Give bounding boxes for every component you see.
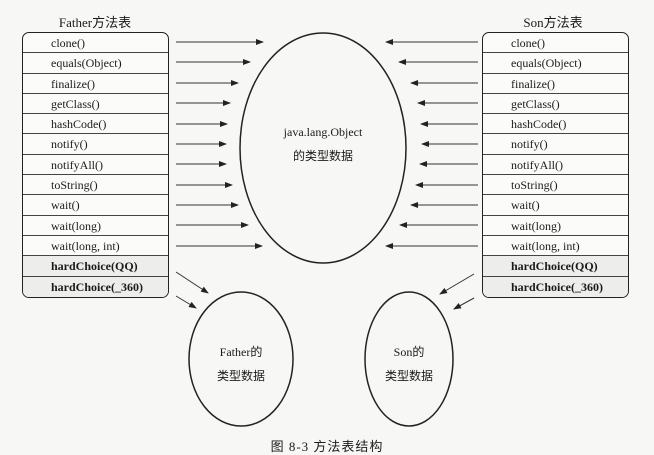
father-method-row: getClass() (23, 94, 168, 115)
father-method-row: wait(long) (23, 216, 168, 236)
son-type-ellipse (364, 291, 454, 427)
father-method-row: clone() (23, 33, 168, 54)
object-type-label: java.lang.Object 的类型数据 (243, 120, 403, 168)
object-type-ellipse (239, 32, 407, 264)
figure-caption: 图 8-3 方法表结构 (270, 439, 384, 454)
son-method-table: clone() equals(Object) finalize() getCla… (482, 32, 629, 298)
son-method-row-own: hardChoice(QQ) (483, 256, 628, 277)
father-method-row: wait(long, int) (23, 236, 168, 257)
father-to-object-arrows (176, 39, 264, 249)
son-table-title: Son方法表 (523, 15, 583, 30)
father-table-title: Father方法表 (58, 15, 132, 30)
father-method-row: notify() (23, 134, 168, 155)
object-type-line2: 的类型数据 (292, 149, 353, 163)
father-method-row: hashCode() (23, 114, 168, 135)
father-type-line1: Father的 (219, 345, 263, 359)
father-type-label: Father的 类型数据 (191, 340, 291, 388)
son-method-row: hashCode() (483, 114, 628, 135)
son-method-row-own: hardChoice(_360) (483, 276, 628, 297)
son-method-row: notifyAll() (483, 155, 628, 176)
son-type-line1: Son的 (393, 345, 425, 359)
son-method-row: getClass() (483, 94, 628, 115)
son-method-row: clone() (483, 33, 628, 54)
son-method-row: wait(long) (483, 216, 628, 236)
son-type-label: Son的 类型数据 (359, 340, 459, 388)
father-method-row-own: hardChoice(QQ) (23, 256, 168, 277)
father-method-table: clone() equals(Object) finalize() getCla… (22, 32, 169, 298)
son-method-row: toString() (483, 175, 628, 196)
father-method-row: equals(Object) (23, 53, 168, 74)
father-method-row: finalize() (23, 74, 168, 94)
father-method-row-own: hardChoice(_360) (23, 276, 168, 297)
object-type-line1: java.lang.Object (283, 125, 363, 139)
father-method-row: toString() (23, 175, 168, 196)
son-type-line2: 类型数据 (384, 369, 433, 383)
son-method-row: wait() (483, 195, 628, 216)
father-method-row: notifyAll() (23, 155, 168, 176)
father-type-ellipse (188, 291, 294, 427)
own-method-arrows (175, 271, 475, 310)
son-method-row: finalize() (483, 74, 628, 94)
son-method-row: wait(long, int) (483, 236, 628, 257)
son-method-row: notify() (483, 134, 628, 155)
father-type-line2: 类型数据 (216, 369, 265, 383)
son-to-object-arrows (385, 39, 478, 249)
son-method-row: equals(Object) (483, 53, 628, 74)
father-method-row: wait() (23, 195, 168, 216)
